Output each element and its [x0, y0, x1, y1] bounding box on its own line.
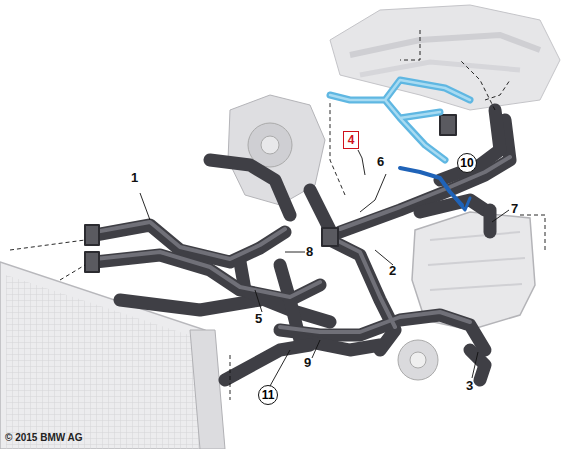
- callout-number: 2: [389, 264, 396, 277]
- callout-number: 4: [348, 134, 355, 146]
- callout-number: 5: [255, 312, 262, 325]
- callout-circle: 10: [457, 153, 477, 173]
- callout-circle: 11: [258, 385, 278, 405]
- callout-box: 4: [343, 131, 359, 149]
- callout-number: 8: [306, 245, 313, 258]
- copyright-note: © 2015 BMW AG: [5, 433, 83, 443]
- callout-number: 6: [377, 155, 384, 168]
- callout-number: 11: [262, 389, 275, 401]
- callout-number: 7: [511, 202, 518, 215]
- callout-number: 1: [131, 171, 138, 184]
- callout-number: 10: [460, 157, 473, 169]
- callout-number: 9: [304, 356, 311, 369]
- callout-number: 3: [466, 379, 473, 392]
